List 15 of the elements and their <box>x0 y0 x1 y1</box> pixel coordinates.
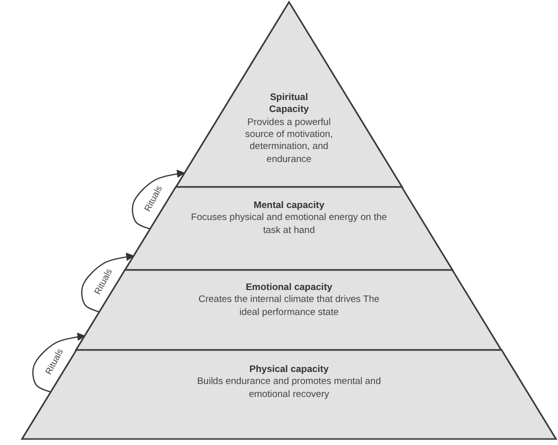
level-title: Spiritual Capacity <box>268 92 310 117</box>
level-title: Physical capacity <box>248 364 330 376</box>
pyramid-level <box>74 269 504 351</box>
level-title: Emotional capacity <box>244 282 334 294</box>
curved-arrow <box>132 170 186 230</box>
level-description: Creates the internal climate that drives The ideal performance state <box>198 294 380 320</box>
level-description: Provides a powerful source of motivation, determination, and endurance <box>244 116 334 166</box>
level-description: Builds endurance and promotes mental and emotional recovery <box>196 376 382 402</box>
curved-arrow <box>81 252 135 313</box>
pyramid-level <box>124 186 454 271</box>
level-description: Focuses physical and emotional energy on the task at hand <box>190 212 387 238</box>
level-title: Mental capacity <box>252 200 326 212</box>
curved-arrow <box>32 332 86 393</box>
pyramid-level <box>174 1 404 188</box>
pyramid-level <box>20 349 558 440</box>
